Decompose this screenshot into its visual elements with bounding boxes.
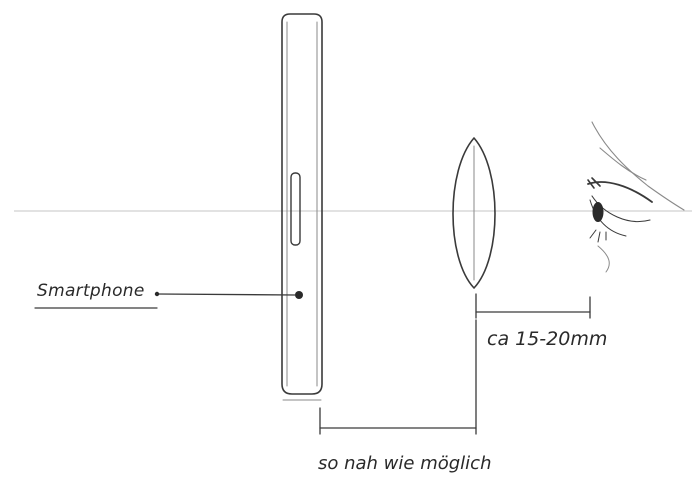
smartphone-label: Smartphone xyxy=(37,281,145,301)
smartphone-pointer-line xyxy=(156,293,296,296)
eye-distance-label: ca 15-20mm xyxy=(487,328,608,350)
side-button-icon xyxy=(290,172,301,246)
screen-distance-label: so nah wie möglich xyxy=(318,453,492,474)
smartphone-icon xyxy=(281,13,323,401)
smartphone-pointer-dot xyxy=(154,291,160,297)
camera-dot-icon xyxy=(295,291,303,299)
eye-distance-dimension xyxy=(475,293,591,319)
eye-profile-icon xyxy=(587,121,685,273)
convex-lens-icon xyxy=(452,137,496,289)
screen-distance-dimension xyxy=(319,319,477,435)
eye-iris-icon xyxy=(592,202,604,222)
